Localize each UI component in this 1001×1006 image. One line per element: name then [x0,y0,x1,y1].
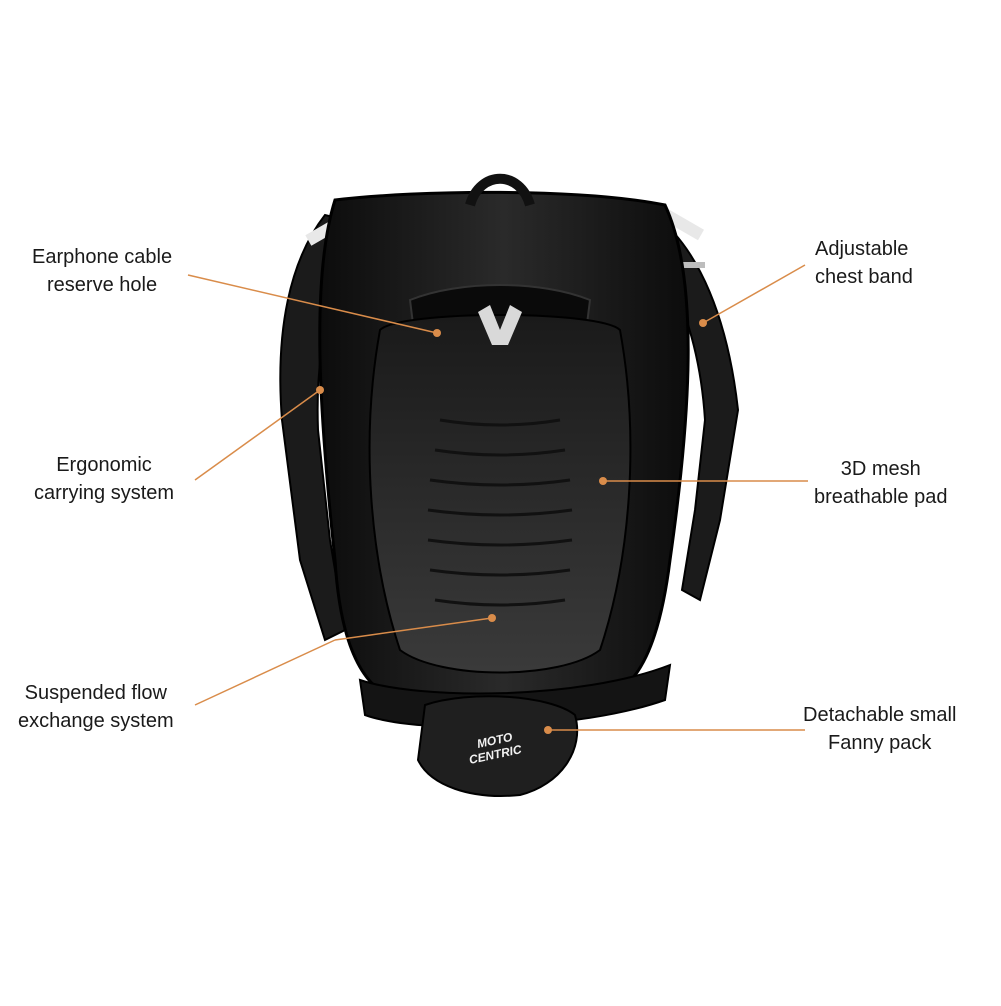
dot-mesh [599,477,607,485]
logo-mark-icon [478,305,522,345]
mesh-back-pad [368,314,632,674]
callout-line: Adjustable [815,238,909,260]
callout-line: carrying system [34,482,175,504]
callout-line: Ergonomic [56,454,152,476]
callout-line: Detachable small [803,704,957,726]
callout-ergonomic: Ergonomic carrying system [34,451,174,507]
dot-chest [699,319,707,327]
callout-line: Fanny pack [828,732,932,754]
leader-ergonomic [194,389,321,481]
callout-line: breathable pad [814,486,948,508]
leader-chest [702,264,806,324]
callout-fanny-pack: Detachable small Fanny pack [803,701,956,757]
right-strap-reflective [665,262,705,268]
leader-earphone [187,274,438,334]
dot-ergonomic [316,386,324,394]
leader-suspended [194,639,336,706]
pad-ribs [427,418,573,607]
leader-suspended-ext [334,617,493,641]
fanny-pack [416,695,579,797]
callout-line: reserve hole [47,274,158,296]
callout-line: Suspended flow [24,682,167,704]
callout-line: Earphone cable [32,246,173,268]
top-handle [465,173,535,207]
dot-earphone [433,329,441,337]
callout-line: 3D mesh [840,458,921,480]
callout-chest-band: Adjustable chest band [815,235,913,291]
callout-line: exchange system [18,710,174,732]
callout-mesh-pad: 3D mesh breathable pad [814,455,947,511]
callout-suspended-flow: Suspended flow exchange system [18,679,174,735]
dot-suspended [488,614,496,622]
callout-line: chest band [815,266,913,288]
callout-earphone-cable: Earphone cable reserve hole [32,243,172,299]
dot-fanny [544,726,552,734]
